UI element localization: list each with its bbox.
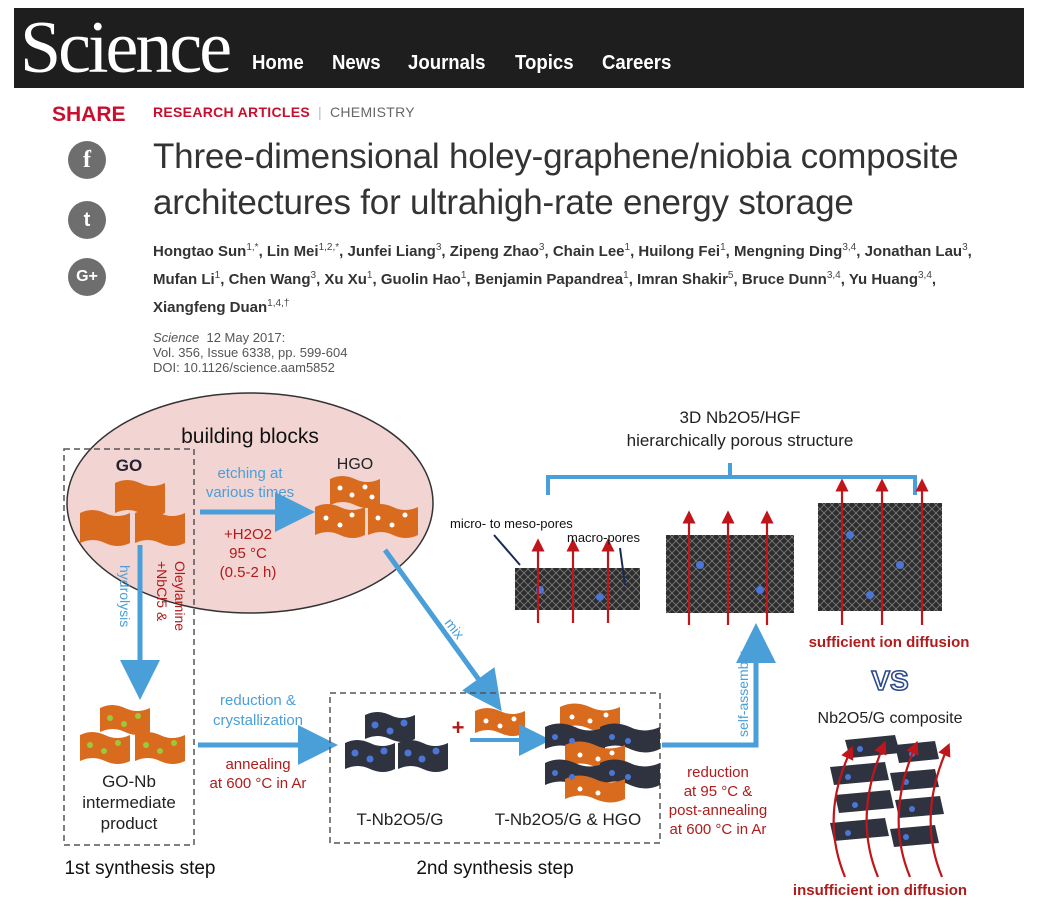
svg-text:hierarchically porous structur: hierarchically porous structure <box>627 431 854 450</box>
nav-topics[interactable]: Topics <box>515 52 574 74</box>
mesh-block-medium <box>666 535 794 613</box>
svg-text:Oleylamine: Oleylamine <box>172 561 188 631</box>
nav-journals[interactable]: Journals <box>407 52 486 74</box>
hgo-label: HGO <box>337 456 373 473</box>
svg-text:hydrolysis: hydrolysis <box>117 565 133 627</box>
twitter-icon[interactable]: t <box>68 201 106 239</box>
svg-text:+NbCl5 &: +NbCl5 & <box>154 561 170 622</box>
svg-text:Nb2O5/G composite: Nb2O5/G composite <box>818 710 963 727</box>
svg-text:T-Nb2O5/G: T-Nb2O5/G <box>357 810 444 829</box>
svg-text:at 600 °C in Ar: at 600 °C in Ar <box>670 821 767 838</box>
site-header: Science Home News Journals Topics Career… <box>14 8 1024 88</box>
author-name[interactable]: Xiangfeng Duan1,4,† <box>153 298 290 316</box>
share-label: SHARE <box>52 103 126 126</box>
author-name[interactable]: Jonathan Lau3 <box>864 242 968 260</box>
google-plus-icon[interactable]: G+ <box>68 258 106 296</box>
svg-text:insufficient ion diffusion: insufficient ion diffusion <box>793 882 967 899</box>
author-name[interactable]: Junfei Liang3 <box>347 242 442 260</box>
go-sheets <box>80 480 185 546</box>
gonb-sheets <box>80 705 185 764</box>
author-name[interactable]: Mengning Ding3,4 <box>734 242 857 260</box>
nav-careers[interactable]: Careers <box>602 52 672 74</box>
svg-text:various times: various times <box>206 484 294 501</box>
svg-text:etching at: etching at <box>217 465 283 482</box>
svg-text:intermediate: intermediate <box>82 793 176 812</box>
svg-text:mix: mix <box>442 615 468 642</box>
author-name[interactable]: Xu Xu1 <box>324 270 373 288</box>
svg-text:self-assembly: self-assembly <box>735 651 751 737</box>
svg-text:micro- to meso-pores: micro- to meso-pores <box>450 516 573 531</box>
svg-text:3D Nb2O5/HGF: 3D Nb2O5/HGF <box>680 408 801 427</box>
svg-text:at 95 °C &: at 95 °C & <box>684 783 753 800</box>
svg-text:1st synthesis step: 1st synthesis step <box>64 858 215 879</box>
svg-text:GO-Nb: GO-Nb <box>102 772 156 791</box>
nav-home[interactable]: Home <box>252 52 304 74</box>
mesh-block-small <box>515 568 640 610</box>
author-name[interactable]: Lin Mei1,2,* <box>266 242 340 260</box>
author-name[interactable]: Bruce Dunn3,4 <box>741 270 841 288</box>
author-name[interactable]: Zipeng Zhao3 <box>449 242 545 260</box>
svg-text:at 600 °C in Ar: at 600 °C in Ar <box>210 775 307 792</box>
svg-text:(0.5-2 h): (0.5-2 h) <box>220 564 277 581</box>
doi[interactable]: DOI: 10.1126/science.aam5852 <box>153 360 335 375</box>
svg-text:T-Nb2O5/G & HGO: T-Nb2O5/G & HGO <box>495 810 641 829</box>
mesh-block-large <box>818 503 942 611</box>
building-blocks-ellipse <box>66 392 434 614</box>
hgo-sheets <box>315 476 418 538</box>
go-label: GO <box>116 456 142 475</box>
author-name[interactable]: Yu Huang3,4 <box>848 270 932 288</box>
svg-text:VS: VS <box>871 665 908 696</box>
building-blocks-label: building blocks <box>181 425 319 448</box>
svg-text:macro-pores: macro-pores <box>567 530 640 545</box>
author-name[interactable]: Hongtao Sun1,* <box>153 242 259 260</box>
author-list: Hongtao Sun1,*, Lin Mei1,2,*, Junfei Lia… <box>153 242 972 316</box>
svg-text:reduction: reduction <box>687 764 749 781</box>
main-nav: Home News Journals Topics Careers <box>252 52 701 75</box>
author-name[interactable]: Chain Lee1 <box>552 242 631 260</box>
author-name[interactable]: Huilong Fei1 <box>638 242 726 260</box>
category-link[interactable]: RESEARCH ARTICLES <box>153 104 311 120</box>
nav-news[interactable]: News <box>331 52 381 74</box>
journal-name: Science <box>153 330 200 345</box>
svg-text:reduction &: reduction & <box>220 692 296 709</box>
svg-text:2nd synthesis step: 2nd synthesis step <box>416 858 573 879</box>
subject-link[interactable]: CHEMISTRY <box>329 104 415 120</box>
tnb-hgo-stack <box>545 703 660 803</box>
facebook-icon[interactable]: f <box>68 141 106 179</box>
svg-text:sufficient ion diffusion: sufficient ion diffusion <box>809 634 970 651</box>
author-name[interactable]: Benjamin Papandrea1 <box>474 270 629 288</box>
article-title: Three-dimensional holey-graphene/niobia … <box>153 137 959 222</box>
synthesis-schematic-figure: building blocks GO HGO etching at variou… <box>63 392 970 899</box>
svg-text:product: product <box>101 814 158 833</box>
svg-text:+: + <box>452 715 465 740</box>
svg-text:+H2O2: +H2O2 <box>224 526 272 543</box>
author-name[interactable]: Mufan Li1 <box>153 270 221 288</box>
tnb-sheets <box>345 712 448 772</box>
author-name[interactable]: Chen Wang3 <box>228 270 317 288</box>
svg-text:annealing: annealing <box>225 756 290 773</box>
article-category: RESEARCH ARTICLES|CHEMISTRY <box>153 104 415 120</box>
svg-text:post-annealing: post-annealing <box>669 802 767 819</box>
hgo-small <box>475 708 525 736</box>
svg-text:crystallization: crystallization <box>213 712 303 729</box>
svg-text:95 °C: 95 °C <box>229 545 267 562</box>
science-logo[interactable]: Science <box>20 7 232 89</box>
citation: Science 12 May 2017: Vol. 356, Issue 633… <box>153 330 348 375</box>
author-name[interactable]: Guolin Hao1 <box>380 270 467 288</box>
author-name[interactable]: Imran Shakir5 <box>637 270 734 288</box>
step1-box <box>63 448 195 846</box>
